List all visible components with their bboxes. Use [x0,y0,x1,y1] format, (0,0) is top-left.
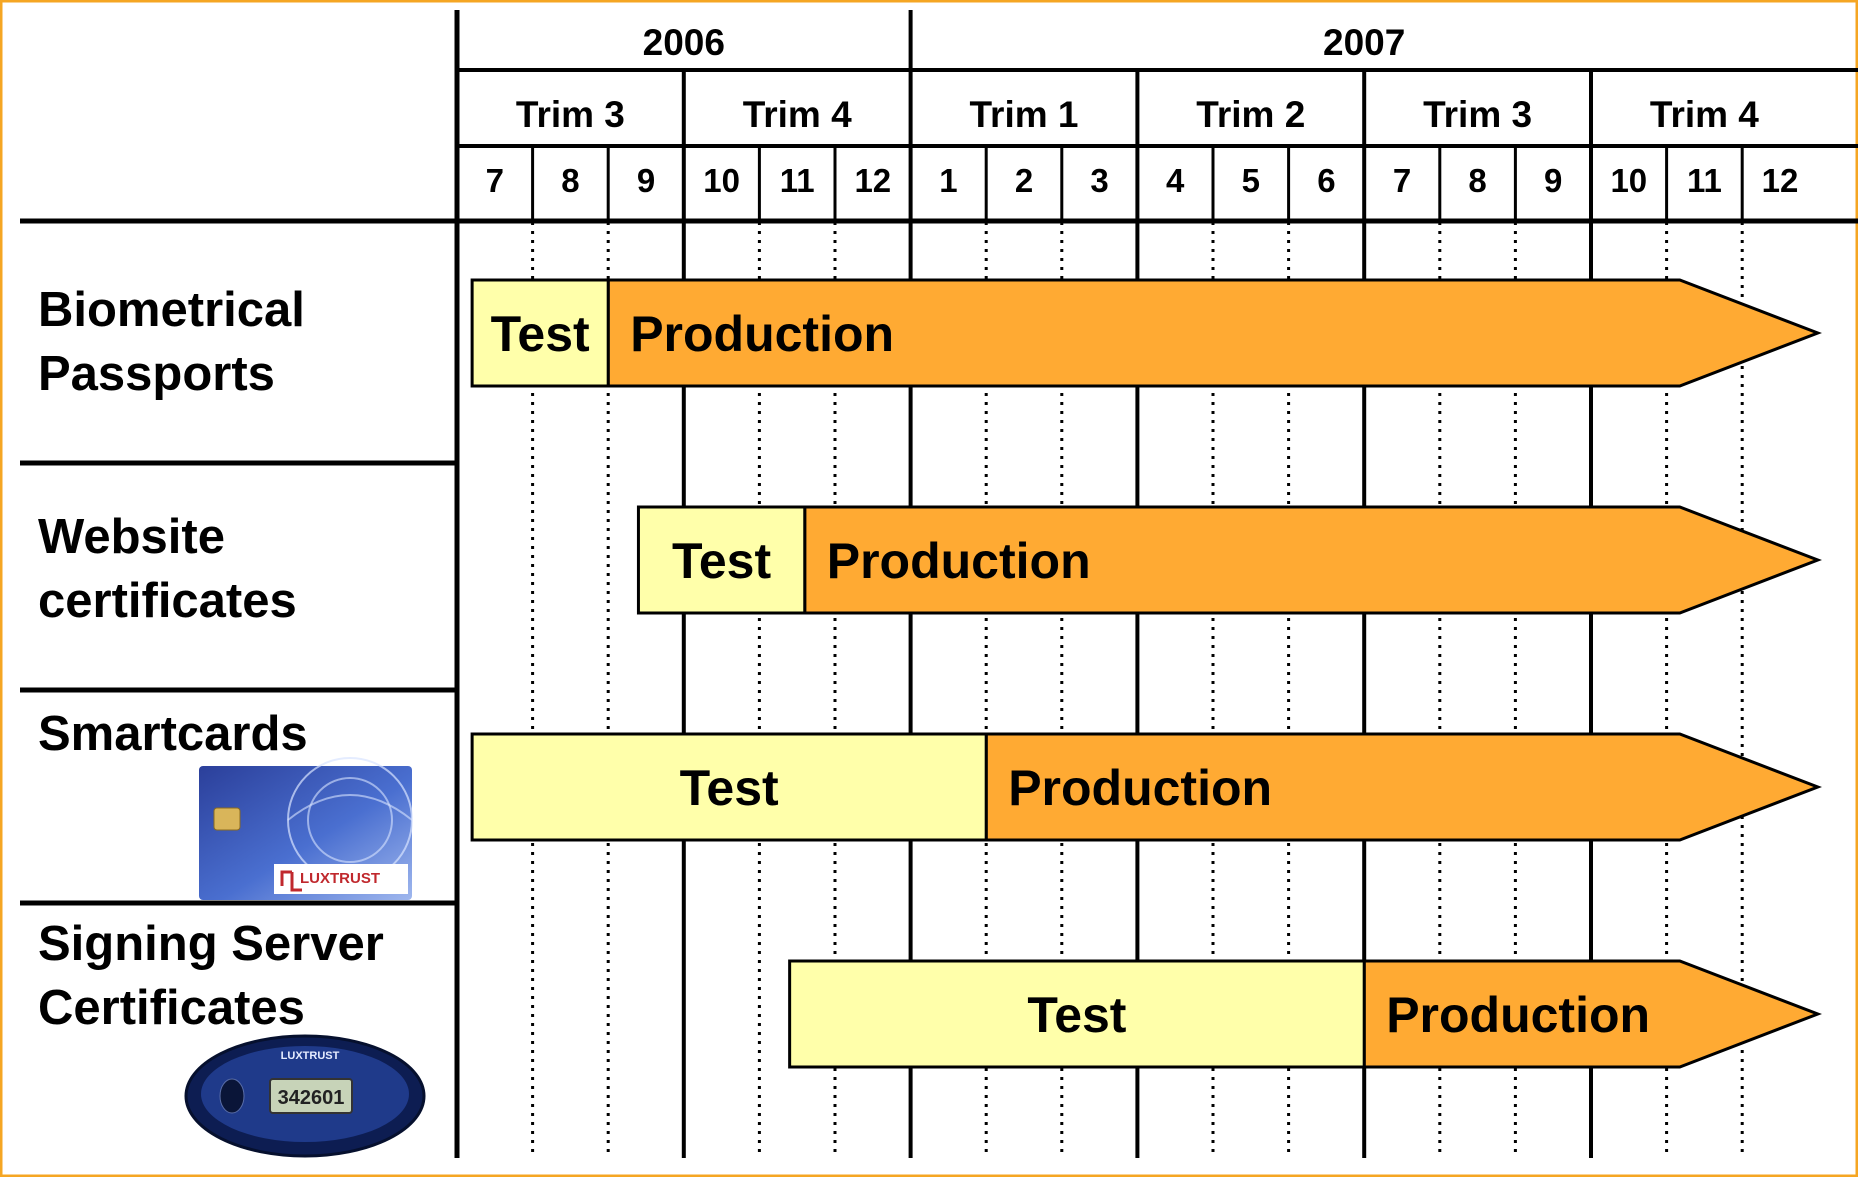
year-label: 2007 [1323,22,1405,63]
row-label-line: certificates [38,574,297,628]
smartcard-image: LUXTRUST [199,757,413,900]
trimester-label: Trim 3 [516,94,625,135]
production-arrow-label: Production [827,533,1091,589]
token-brand-text: LUXTRUST [281,1050,340,1062]
trimester-label: Trim 4 [1650,94,1759,135]
row-label-line: Certificates [38,981,305,1035]
month-label: 5 [1242,162,1260,199]
token-button [219,1078,245,1114]
trimester-label: Trim 4 [743,94,852,135]
month-label: 3 [1090,162,1108,199]
luxtrust-logo-mark [280,870,302,892]
production-arrow-label: Production [630,306,894,362]
row-label-line: Smartcards [38,707,308,761]
test-block-label: Test [1027,987,1126,1043]
month-label: 7 [486,162,504,199]
trimester-label: Trim 1 [970,94,1079,135]
row-label-line: Website [38,510,225,564]
month-label: 8 [1468,162,1486,199]
row-label-line: Signing Server [38,917,384,971]
test-block [470,278,610,388]
month-label: 10 [1610,162,1647,199]
month-label: 12 [854,162,891,199]
month-label: 6 [1317,162,1335,199]
test-block-label: Test [491,306,590,362]
schedule-row: Test Production [470,732,1822,842]
test-block [788,959,1366,1069]
month-label: 1 [939,162,957,199]
month-label: 11 [780,162,815,199]
token-display-value: 342601 [278,1087,345,1109]
year-label: 2006 [643,22,725,63]
smartcard-brand-text: LUXTRUST [300,870,380,887]
trimester-label: Trim 2 [1196,94,1305,135]
month-label: 9 [637,162,655,199]
schedule-row: Test Production [470,278,1822,388]
smartcard-globe-arc [287,794,413,821]
smartcard-chip [213,807,241,831]
production-arrow-label: Production [1008,760,1272,816]
month-label: 8 [561,162,579,199]
month-label: 10 [703,162,740,199]
month-label: 2 [1015,162,1033,199]
month-label: 12 [1762,162,1799,199]
row-label-line: Biometrical [38,283,305,337]
token-image: 342601 LUXTRUST [184,1034,426,1158]
test-block-label: Test [680,760,779,816]
schedule-row: Test Production [788,959,1822,1069]
device-illustrations: LUXTRUST 342601 LUXTRUST [184,757,426,1158]
month-label: 7 [1393,162,1411,199]
production-arrow-label: Production [1386,987,1650,1043]
test-block-label: Test [672,533,771,589]
trimester-label: Trim 3 [1423,94,1532,135]
test-block [636,505,807,615]
test-block [470,732,988,842]
schedule-row: Test Production [636,505,1822,615]
month-label: 9 [1544,162,1562,199]
row-label-line: Passports [38,347,275,401]
month-label: 4 [1166,162,1185,199]
token-display [269,1078,353,1114]
smartcard-globe-ring [307,777,393,863]
month-label: 11 [1687,162,1722,199]
